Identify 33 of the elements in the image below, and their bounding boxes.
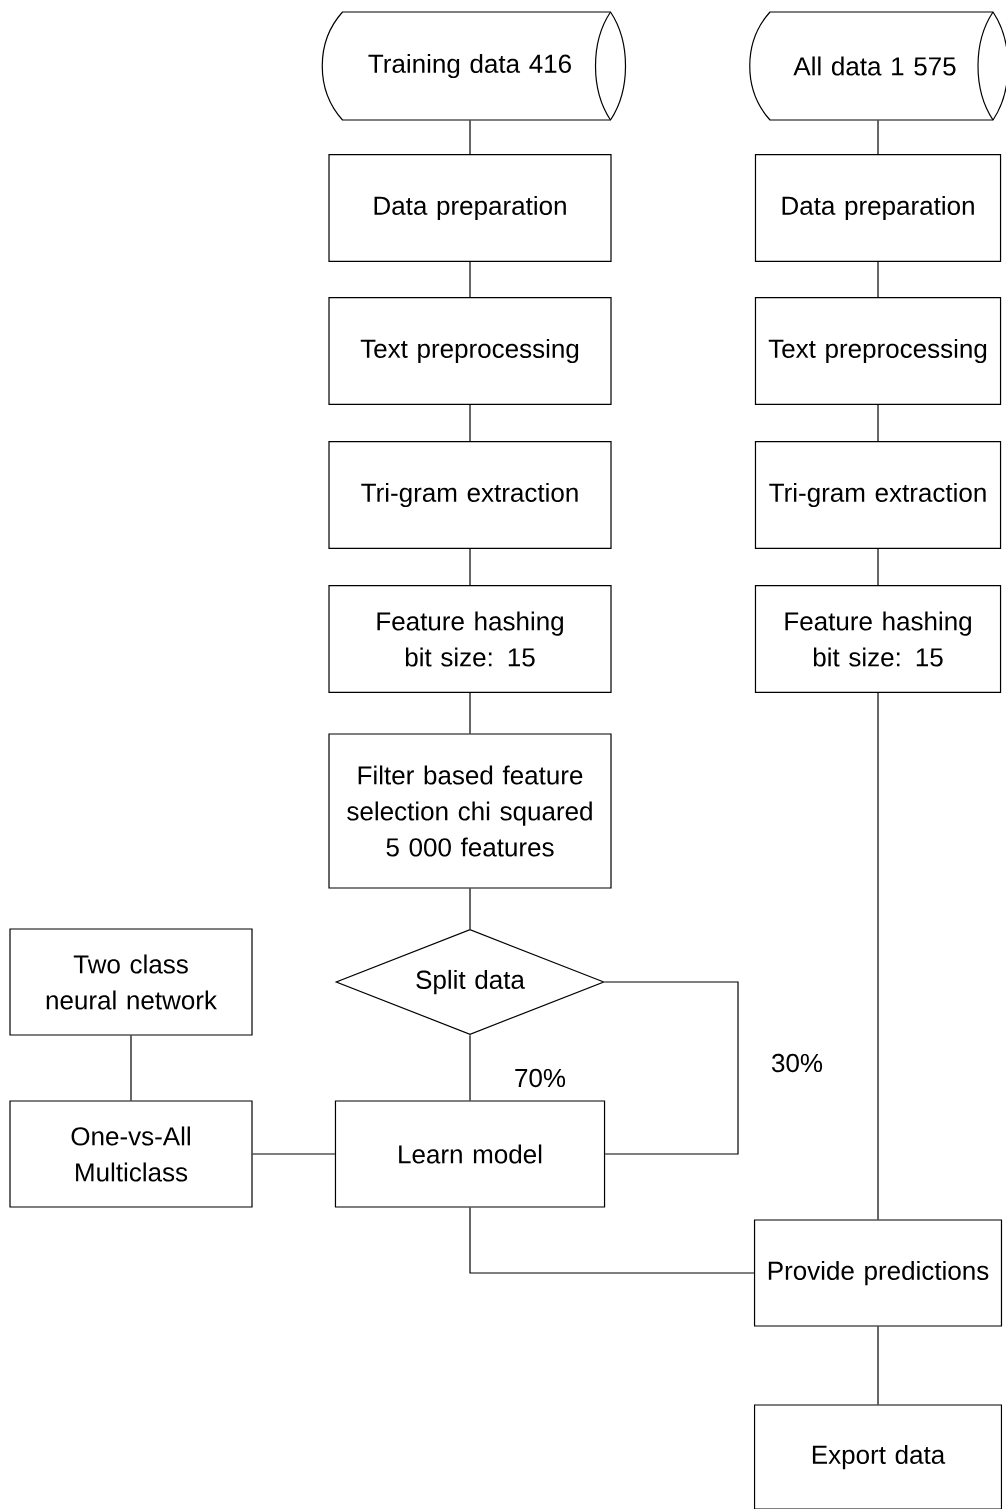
connector-line (877, 548, 879, 586)
connector-line (469, 404, 471, 442)
connector-line (877, 261, 879, 298)
connector-line (252, 1153, 336, 1155)
connector-line (469, 692, 471, 734)
connector-line (469, 888, 471, 930)
process-box: Filter based feature selection chi squared 5 000 features (328, 733, 612, 889)
process-box: Learn model (334, 1100, 606, 1208)
connector-line (130, 1035, 132, 1101)
process-box: Data preparation (754, 153, 1002, 263)
connector-line (877, 1326, 879, 1405)
edge-label: 30% (768, 1051, 826, 1075)
edge-label: 70% (511, 1066, 569, 1090)
process-box: Feature hashing bit size: 15 (328, 584, 612, 694)
connector-line (877, 404, 879, 442)
connector-line (877, 120, 879, 155)
process-box: Text preprocessing (328, 296, 612, 406)
connector-line (469, 120, 471, 155)
connector-line (469, 1034, 471, 1101)
connector-line (469, 261, 471, 298)
connector-line (877, 692, 879, 1220)
connector-line (469, 1207, 755, 1274)
process-box: Text preprocessing (754, 296, 1002, 406)
process-box: Two class neural network (9, 928, 253, 1036)
process-box: Tri-gram extraction (328, 440, 612, 550)
connector-line (469, 548, 471, 586)
process-box: Provide predictions (753, 1219, 1003, 1327)
connector-line (604, 981, 739, 1155)
process-box: One-vs-All Multiclass (9, 1100, 253, 1208)
process-box: Tri-gram extraction (754, 440, 1002, 550)
process-box: Data preparation (328, 153, 612, 263)
process-box: Export data (753, 1404, 1003, 1509)
process-box: Feature hashing bit size: 15 (754, 584, 1002, 694)
